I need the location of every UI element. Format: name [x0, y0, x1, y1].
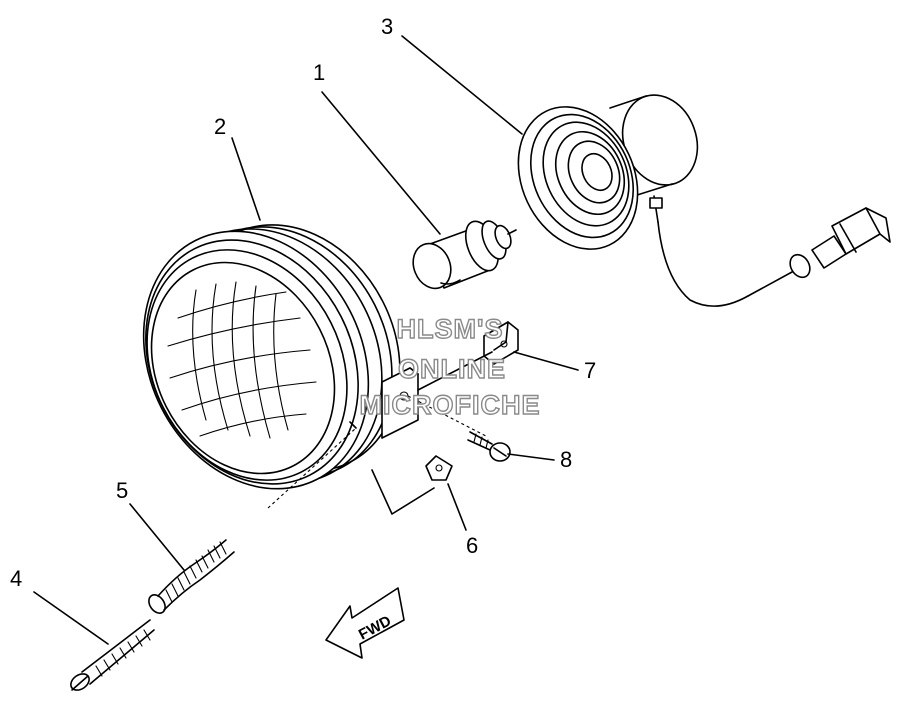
callout-7: 7 [584, 358, 596, 383]
watermark: HLSM'S ONLINE MICROFICHE [359, 313, 541, 420]
callout-6: 6 [466, 533, 478, 558]
bulb-socket [517, 94, 891, 307]
callout-8: 8 [560, 447, 572, 472]
clip [483, 321, 519, 365]
nut [425, 455, 453, 481]
fwd-arrow-icon: FWD [325, 587, 405, 659]
headlight-housing [142, 224, 419, 490]
watermark-line-3: MICROFICHE [360, 390, 541, 420]
callout-1: 1 [313, 60, 325, 85]
callout-5: 5 [116, 478, 128, 503]
small-screw [467, 431, 511, 462]
callout-3: 3 [381, 14, 393, 39]
spring [148, 539, 235, 614]
callout-2: 2 [214, 114, 226, 139]
watermark-line-2: ONLINE [398, 354, 506, 384]
bulb [412, 220, 517, 290]
watermark-line-1: HLSM'S [397, 314, 504, 344]
adjusting-screw [70, 619, 155, 691]
callout-4: 4 [10, 566, 22, 591]
